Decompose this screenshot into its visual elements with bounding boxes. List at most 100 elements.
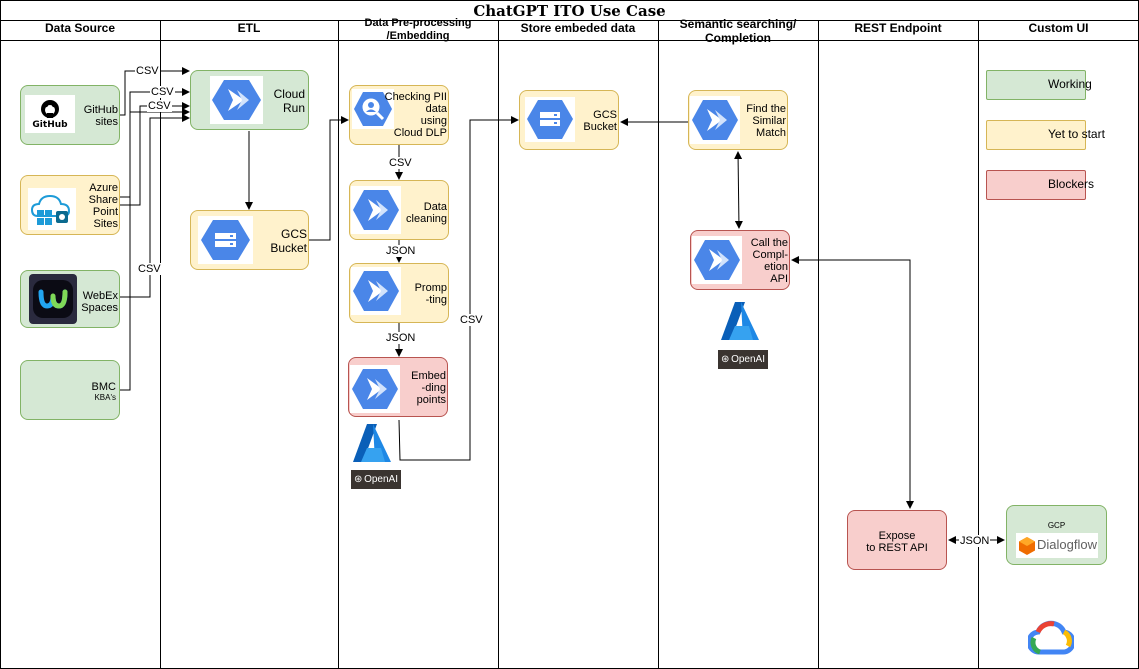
etl-gcs-label: GCS Bucket	[265, 227, 307, 255]
azure-icon	[353, 424, 391, 462]
cleaning-label-line-2: cleaning	[406, 213, 447, 225]
legend-blockers-swatch	[986, 170, 1086, 200]
openai-badge-pre-text: OpenAI	[364, 474, 398, 485]
sharepoint-label-line-4: Sites	[93, 218, 118, 230]
call-api-cloud-run-icon	[692, 236, 742, 284]
lane-header-preprocessing-line-1: Data Pre-processing	[364, 17, 472, 29]
sharepoint-label-line-3: Point	[92, 206, 118, 218]
source-bmc[interactable]	[20, 360, 120, 420]
lane-header-data-source: Data Source	[44, 21, 116, 35]
webex-label-line-1: WebEx	[82, 290, 118, 302]
call-api-label-line-2: Compl-	[752, 249, 788, 261]
openai-badge-semantic-text: OpenAI	[731, 354, 765, 365]
lane-header-semantic: Semantic searching/ Completion	[658, 17, 818, 45]
openai-icon-semantic: ⊛	[721, 354, 730, 365]
lane-header-semantic-line-2: Completion	[705, 31, 771, 45]
pii-label-line-1: Checking PII	[384, 91, 447, 103]
sharepoint-label: Azure Share Point Sites	[78, 182, 118, 230]
lane-header-preprocessing: Data Pre-processing /Embedding	[338, 17, 498, 43]
store-gcs-label-line-2: Bucket	[583, 121, 617, 133]
legend-working-label: Working	[1048, 77, 1092, 91]
openai-icon: ⊛	[354, 474, 363, 485]
webex-icon	[29, 274, 77, 324]
cloud-dlp-icon	[352, 89, 394, 129]
dialogflow-text: Dialogflow	[1037, 537, 1097, 552]
dialogflow-logo: Dialogflow	[1016, 533, 1098, 558]
lane-header-rest: REST Endpoint	[854, 21, 942, 35]
lane-header-preprocessing-line-2: /Embedding	[386, 30, 450, 42]
expose-api-label-line-2: to REST API	[866, 542, 928, 554]
expose-api-label-line-1: Expose	[878, 530, 916, 542]
etl-gcs-label-line-1: GCS	[280, 227, 307, 241]
edge-label-csv-4: CSV	[137, 263, 162, 275]
expose-api-label: Expose to REST API	[847, 530, 947, 554]
prompting-label-line-1: Promp	[414, 282, 447, 294]
find-match-label-line-3: Match	[756, 127, 786, 139]
cloud-run-icon	[210, 76, 263, 124]
call-api-label-line-1: Call the	[750, 237, 788, 249]
edge-label-csv-1: CSV	[135, 65, 160, 77]
prompting-label-line-2: -ting	[425, 294, 447, 306]
github-icon: GitHub	[25, 95, 75, 133]
edge-call-expose	[791, 256, 914, 509]
rest-expose-api[interactable]	[847, 510, 947, 570]
store-gcs-label: GCS Bucket	[576, 109, 617, 133]
bmc-label-line-2: KBA's	[94, 393, 116, 402]
find-match-cloud-run-icon	[690, 96, 740, 144]
prompting-cloud-run-icon	[351, 267, 401, 315]
edge-label-csv-3: CSV	[147, 100, 172, 112]
legend-yet-swatch	[986, 120, 1086, 150]
embedding-label: Embed -ding points	[402, 370, 446, 406]
webex-label: WebEx Spaces	[78, 290, 118, 314]
edge-label-json-3: JSON	[959, 535, 991, 547]
edge-label-csv-5: CSV	[388, 157, 413, 169]
cleaning-label: Data cleaning	[402, 201, 447, 225]
azure-icon-semantic	[721, 302, 759, 340]
legend-working-swatch	[986, 70, 1086, 100]
cloud-run-label: Cloud Run	[265, 87, 305, 115]
dialogflow-icon	[1019, 537, 1035, 555]
legend-blockers-label: Blockers	[1048, 177, 1095, 191]
cleaning-cloud-run-icon	[351, 186, 401, 234]
edge-embedding-store	[398, 116, 519, 461]
cloud-run-label-line-1: Cloud	[273, 87, 305, 101]
find-match-label-line-1: Find the	[746, 103, 786, 115]
edge-find-call	[734, 151, 743, 229]
lane-header-store: Store embeded data	[520, 21, 636, 35]
edge-label-json-1: JSON	[385, 245, 417, 257]
github-label-line-2: sites	[95, 116, 118, 128]
diagram-title: ChatGPT ITO Use Case	[473, 2, 666, 20]
edge-label-csv-6: CSV	[459, 314, 484, 326]
bmc-label: BMC KBA's	[70, 381, 116, 402]
embedding-label-line-2: -ding	[421, 382, 446, 394]
store-gcs-label-line-1: GCS	[593, 109, 617, 121]
sharepoint-label-line-1: Azure	[89, 182, 118, 194]
github-label-line-1: GitHub	[83, 104, 118, 116]
edge-gcs-pii	[309, 116, 349, 241]
pii-label: Checking PII data using Cloud DLP	[372, 91, 447, 139]
pii-label-line-3: using	[420, 115, 447, 127]
sharepoint-icon	[28, 188, 76, 230]
lane-header-semantic-line-1: Semantic searching/	[679, 17, 797, 31]
embedding-label-line-3: points	[416, 394, 446, 406]
call-api-label: Call the Compl- etion API	[742, 237, 788, 285]
prompting-label: Promp -ting	[402, 282, 447, 306]
google-cloud-icon	[1028, 620, 1074, 655]
call-api-label-line-3: etion	[764, 261, 788, 273]
openai-badge-semantic: ⊛ OpenAI	[718, 350, 768, 369]
github-logo-text: GitHub	[32, 120, 68, 130]
find-match-label-line-2: Similar	[752, 115, 786, 127]
gcp-label: GCP	[1047, 521, 1066, 530]
pii-label-line-4: Cloud DLP	[393, 127, 447, 139]
pii-label-line-2: data	[425, 103, 447, 115]
edge-webex-cloud-run	[120, 114, 190, 298]
embedding-label-line-1: Embed	[411, 370, 446, 382]
edge-bmc-cloud-run	[120, 108, 190, 391]
lane-header-etl: ETL	[237, 21, 261, 35]
lane-header-custom-ui: Custom UI	[1028, 21, 1089, 35]
gcs-bucket-icon	[198, 216, 253, 264]
etl-gcs-label-line-2: Bucket	[270, 241, 307, 255]
sharepoint-label-line-2: Share	[88, 194, 118, 206]
